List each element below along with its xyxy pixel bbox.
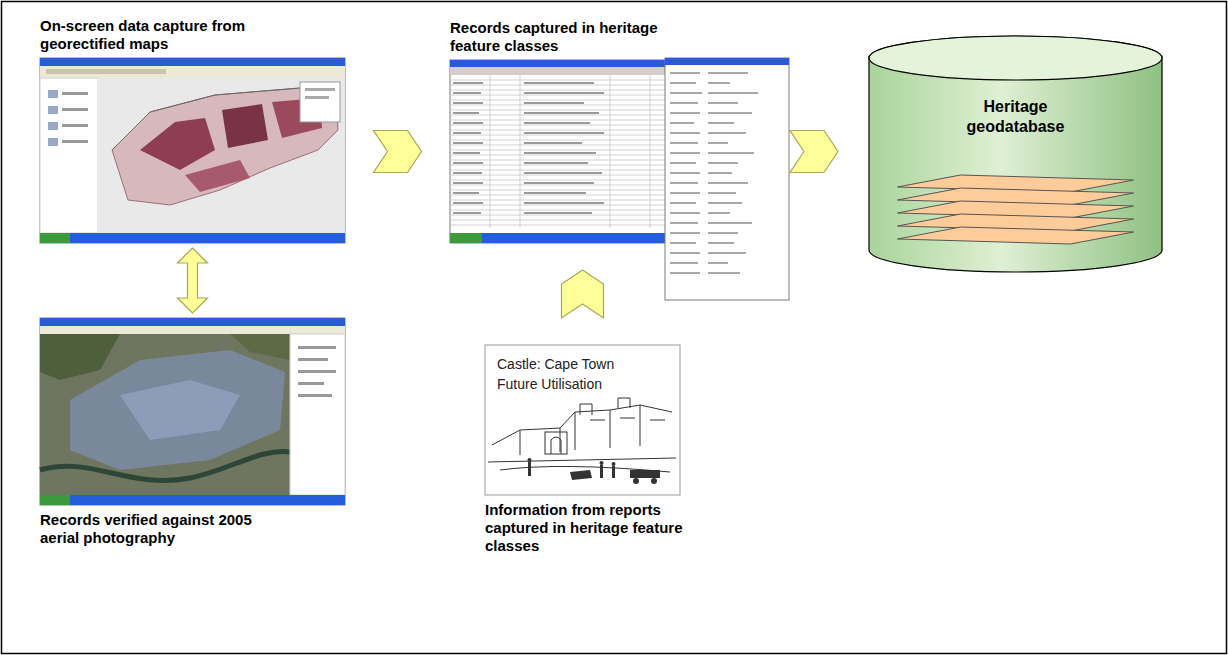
aerial-screenshot-box: Records verified against 2005 aerial pho…	[40, 318, 345, 505]
map-screenshot-box: On-screen data capture from georectified…	[40, 58, 345, 243]
database-label: Heritage geodatabase	[941, 97, 1091, 137]
box-heading: Records captured in heritage feature cla…	[450, 19, 705, 55]
flow-chevron	[790, 131, 838, 173]
layer-sheet	[898, 227, 1134, 244]
box-heading: On-screen data capture from georectified…	[40, 17, 310, 53]
table-screenshot	[450, 58, 789, 300]
cylinder-top	[869, 36, 1162, 80]
castle-sketch	[485, 345, 680, 495]
box-caption: Records verified against 2005 aerial pho…	[40, 511, 285, 547]
database-cylinder: Heritage geodatabase	[868, 35, 1163, 273]
map-screenshot	[40, 58, 345, 243]
report-image-box: Castle: Cape Town Future UtilisationInfo…	[485, 345, 680, 495]
report-title: Castle: Cape Town Future Utilisation	[497, 354, 647, 394]
flow-chevron	[562, 270, 604, 318]
cylinder-outline	[868, 35, 1163, 273]
flow-chevron	[374, 131, 422, 173]
box-caption: Information from reports captured in her…	[485, 501, 700, 555]
table-screenshot-box: Records captured in heritage feature cla…	[450, 60, 760, 243]
aerial-screenshot	[40, 318, 345, 505]
cylinder-body	[869, 36, 1162, 272]
double-arrow	[178, 248, 208, 313]
